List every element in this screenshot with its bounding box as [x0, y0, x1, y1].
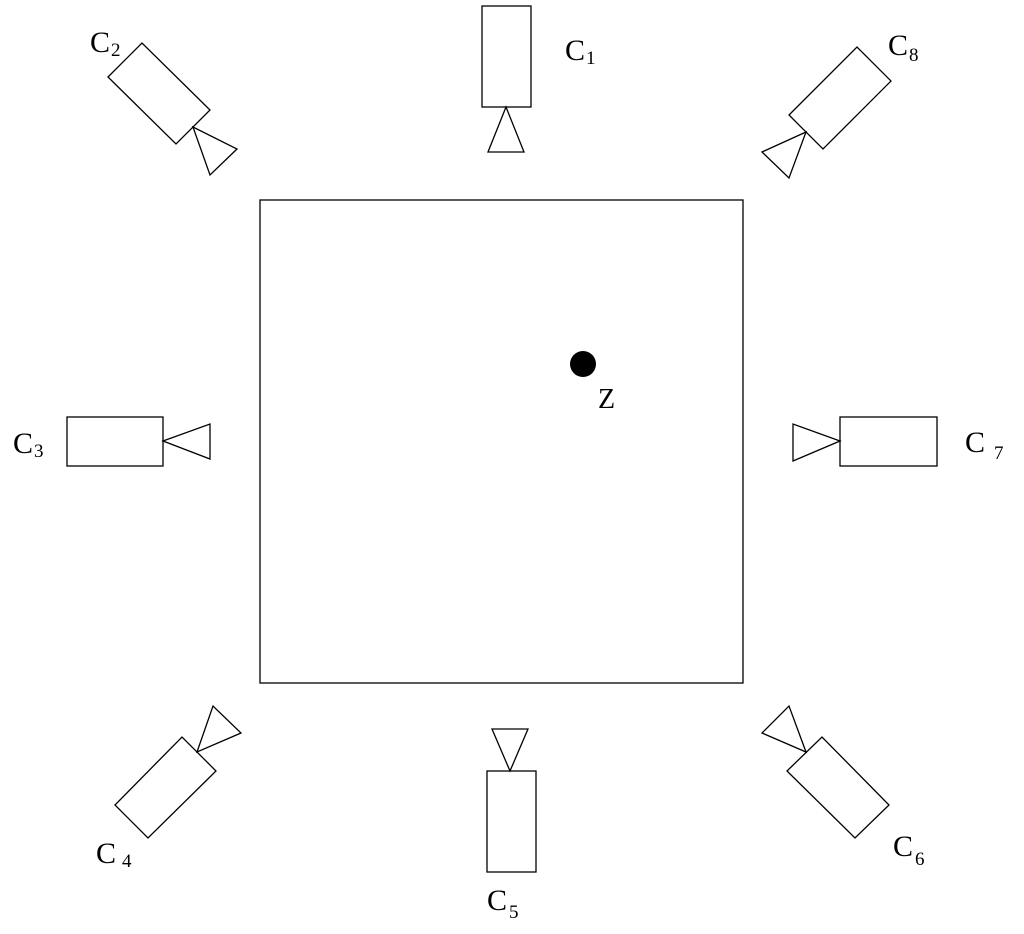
camera-c8-label: C8	[888, 29, 919, 66]
camera-c5-lens	[491, 728, 529, 773]
camera-c3-label: C3	[13, 427, 44, 462]
camera-c7-lens	[792, 423, 842, 462]
target-point-z-label: Z	[598, 384, 615, 415]
camera-c3-lens	[161, 423, 211, 460]
camera-c1-lens	[487, 105, 525, 153]
camera-c2: C2	[90, 26, 239, 177]
camera-c2-lens	[191, 125, 239, 177]
camera-c1: C1	[481, 5, 596, 153]
camera-c2-body	[107, 42, 211, 145]
camera-c2-label: C2	[90, 26, 121, 61]
camera-c8-lens	[760, 130, 808, 180]
camera-c1-body	[481, 5, 532, 108]
camera-c5-body	[486, 770, 537, 873]
scene-area	[259, 199, 744, 684]
camera-c3-body	[66, 416, 164, 467]
camera-c4-lens	[195, 704, 243, 754]
camera-c7-body	[839, 416, 938, 467]
camera-c8: C8	[760, 29, 919, 180]
target-point-z	[570, 351, 596, 377]
camera-c6-body	[786, 736, 890, 839]
camera-c3: C3	[13, 416, 211, 467]
camera-c6-lens	[760, 704, 808, 754]
camera-c8-body	[788, 46, 892, 150]
camera-c4-body	[114, 736, 217, 839]
camera-c1-label: C1	[565, 34, 596, 69]
